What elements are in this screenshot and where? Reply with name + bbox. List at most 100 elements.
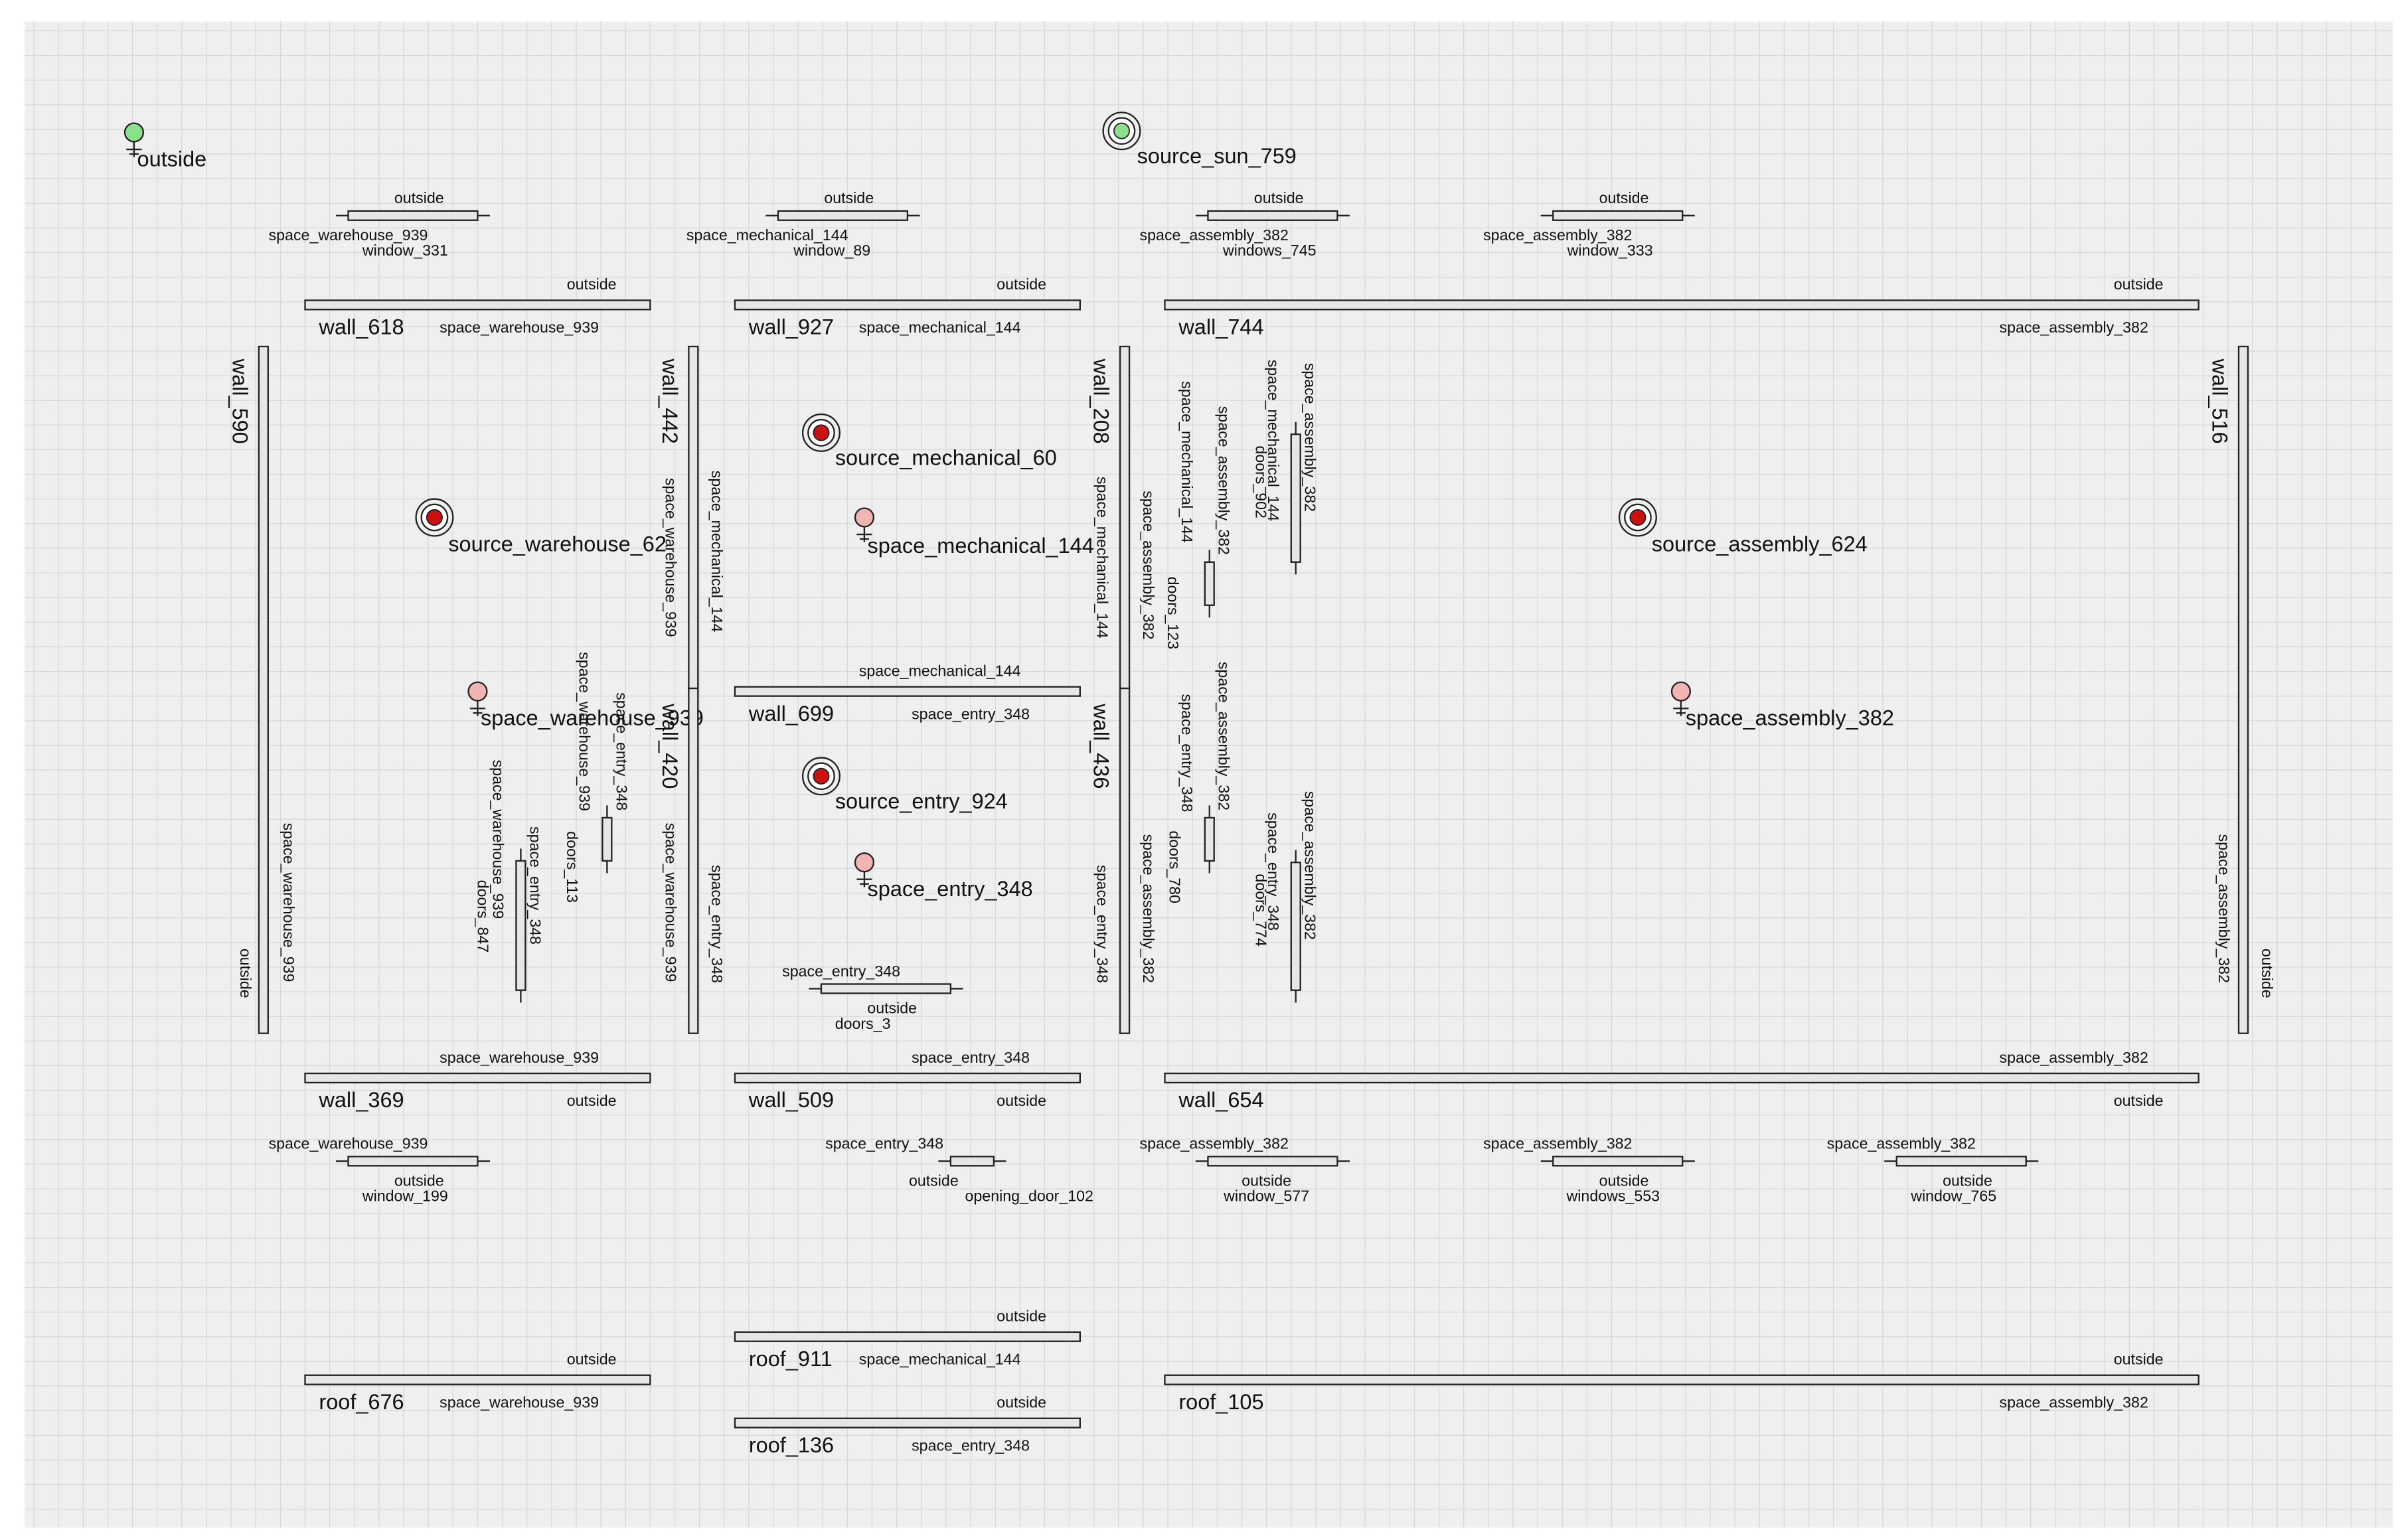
door-label: doors_902: [1252, 445, 1269, 518]
side-label-top: outside: [997, 1393, 1046, 1411]
wall-label: wall_618: [318, 315, 404, 339]
window-bar: [820, 983, 952, 994]
side-label-top: space_assembly_382: [1483, 1135, 1632, 1152]
side-label-bottom: space_mechanical_144: [859, 319, 1021, 336]
wall-label: wall_442: [658, 358, 682, 444]
side-label-bottom: outside: [867, 1000, 917, 1017]
node-label: outside: [137, 147, 207, 171]
wall-bar: [304, 1072, 651, 1084]
wall-bar: [734, 1072, 1081, 1084]
side-label-bottom: space_warehouse_939: [440, 1393, 599, 1411]
wall-wall-699: wall_699 space_mechanical_144 space_entry_…: [734, 662, 1081, 726]
side-label-a: space_warehouse_939: [576, 652, 594, 811]
side-label-bottom: space_mechanical_144: [859, 1351, 1021, 1368]
window-label: window_333: [1567, 242, 1653, 259]
side-label-b: space_assembly_382: [1216, 662, 1233, 810]
source-ring-outer: [1618, 498, 1657, 537]
side-label-top: space_entry_348: [912, 1049, 1030, 1066]
node-space-warehouse-939: space_warehouse_939: [467, 681, 704, 730]
window-bar: [1207, 1156, 1338, 1167]
wall-bar: [1164, 1072, 2200, 1084]
door-label: doors_780: [1166, 830, 1183, 903]
side-label-bottom: space_entry_348: [912, 1436, 1030, 1454]
window-bar: [777, 210, 909, 221]
side-label-bottom: space_entry_348: [912, 705, 1030, 722]
canvas-background: [25, 21, 2393, 1528]
side-label-left: space_warehouse_939: [663, 478, 680, 637]
node-label: source_assembly_624: [1652, 532, 1868, 556]
side-label-top: space_mechanical_144: [859, 662, 1021, 679]
node-source-mechanical-60: source_mechanical_60: [801, 413, 1057, 470]
wall-bar: [734, 299, 1081, 311]
side-label-b: space_entry_348: [526, 826, 544, 945]
window-label: window_331: [362, 242, 448, 259]
window-bar: [1895, 1156, 2027, 1167]
door-bar: [515, 860, 526, 991]
node-space-mechanical-144: space_mechanical_144: [854, 507, 1094, 558]
side-label-bottom: outside: [1599, 1172, 1649, 1189]
wall-label: wall_744: [1178, 315, 1263, 339]
window-label: window_765: [1910, 1188, 1996, 1205]
node-label: source_sun_759: [1137, 144, 1297, 168]
wall-label: wall_436: [1089, 703, 1113, 789]
side-label-top: space_entry_348: [825, 1135, 943, 1152]
window-label: window_577: [1223, 1188, 1309, 1205]
wall-bar: [2237, 345, 2249, 1034]
node-dot: [854, 852, 875, 873]
node-label: source_warehouse_62: [448, 532, 667, 556]
node-label: space_mechanical_144: [868, 534, 1094, 558]
source-ring-outer: [801, 413, 841, 452]
side-label-a: space_entry_348: [1265, 812, 1282, 931]
source-core: [1629, 508, 1646, 526]
source-core: [813, 424, 830, 441]
side-label-bottom: space_warehouse_939: [269, 226, 428, 244]
wall-bar: [734, 686, 1081, 697]
side-label-top: outside: [2114, 1351, 2164, 1368]
source-ring-outer: [1102, 112, 1141, 151]
wall-label: roof_105: [1178, 1390, 1263, 1414]
node-label: source_entry_924: [835, 789, 1008, 813]
side-label-right: space_assembly_382: [1140, 834, 1157, 983]
wall-label: wall_699: [748, 702, 834, 726]
side-label-top: outside: [567, 275, 617, 293]
side-label-right: space_assembly_382: [1140, 491, 1157, 639]
node-label: space_entry_348: [868, 877, 1033, 901]
source-core: [813, 767, 830, 785]
side-label-bottom: outside: [567, 1092, 617, 1109]
node-dot: [1670, 681, 1691, 702]
side-label-top: outside: [824, 189, 874, 206]
side-label-top: space_warehouse_939: [440, 1049, 599, 1066]
side-label-right: outside: [2259, 949, 2276, 998]
wall-bar: [734, 1331, 1081, 1342]
side-label-top: outside: [1599, 189, 1649, 206]
side-label-top: outside: [394, 189, 444, 206]
side-label-bottom: outside: [1241, 1172, 1291, 1189]
wall-label: wall_654: [1178, 1088, 1263, 1112]
node-source-assembly-624: source_assembly_624: [1618, 498, 1868, 556]
side-label-left: space_assembly_382: [2215, 834, 2233, 983]
door-bar: [601, 816, 613, 862]
side-label-top: space_assembly_382: [1140, 1135, 1289, 1152]
node-space-assembly-382: space_assembly_382: [1670, 681, 1894, 730]
node-outside: outside: [123, 122, 207, 171]
side-label-bottom: outside: [997, 1092, 1046, 1109]
node-dot: [467, 681, 488, 702]
window-label: windows_745: [1222, 242, 1317, 259]
side-label-bottom: outside: [2114, 1092, 2164, 1109]
wall-label: roof_676: [319, 1390, 404, 1414]
source-core: [1113, 122, 1131, 139]
